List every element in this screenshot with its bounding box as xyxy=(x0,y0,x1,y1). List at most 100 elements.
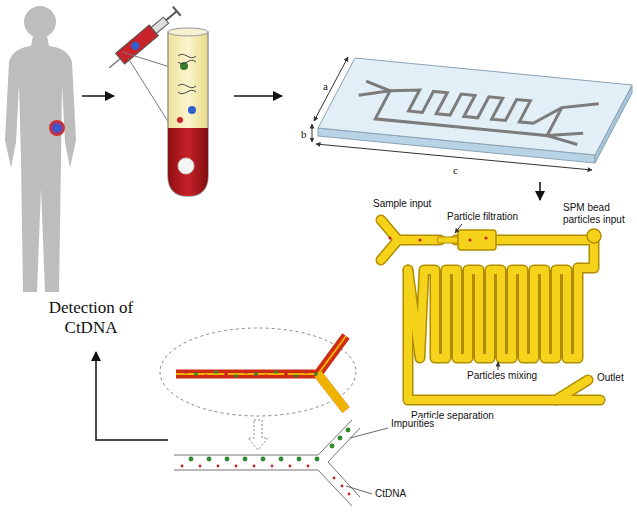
junction-closeup xyxy=(304,370,308,374)
separation-channel xyxy=(225,457,230,462)
chip-schematic xyxy=(408,268,578,358)
chip-schematic xyxy=(388,236,391,239)
syringe xyxy=(109,59,120,68)
junction-closeup xyxy=(254,372,258,376)
chip-schematic xyxy=(556,395,600,406)
junction-closeup xyxy=(184,370,318,378)
separation-channel xyxy=(297,457,302,462)
junction-closeup xyxy=(176,336,346,410)
chip-schematic xyxy=(418,238,421,241)
separation-channel xyxy=(279,457,284,462)
leader-line xyxy=(455,224,462,233)
test-tube xyxy=(188,106,196,114)
junction-closeup xyxy=(184,370,188,374)
separation-channel xyxy=(253,465,256,468)
test-tube xyxy=(168,32,208,196)
junction-closeup xyxy=(294,374,298,378)
separation-channel xyxy=(181,428,351,496)
separation-channel xyxy=(174,420,360,506)
separation-channel xyxy=(348,493,351,496)
separation-channel xyxy=(307,465,310,468)
part-label: Impurities xyxy=(390,418,435,430)
junction-closeup xyxy=(318,374,346,410)
test-tube xyxy=(168,28,208,36)
junction-closeup xyxy=(194,372,198,376)
junction-closeup xyxy=(160,328,356,416)
separation-channel xyxy=(261,457,266,462)
flow-arrow xyxy=(539,182,541,200)
separation-channel xyxy=(328,428,360,497)
chip-schematic xyxy=(438,237,458,243)
syringe xyxy=(116,25,159,64)
separation-channel xyxy=(333,477,336,480)
part-label: SPM bead particles input xyxy=(562,202,633,225)
chip-channel-pattern xyxy=(345,81,599,144)
separation-channel xyxy=(338,436,343,441)
test-tube xyxy=(178,54,196,63)
chip-channel-pattern xyxy=(348,81,566,135)
dimension-arrow xyxy=(312,124,313,142)
separation-channel xyxy=(289,465,292,468)
human-silhouette xyxy=(50,121,64,135)
junction-closeup xyxy=(214,370,218,374)
junction-closeup xyxy=(176,336,346,374)
separation-channel xyxy=(199,465,202,468)
human-silhouette xyxy=(24,6,56,38)
chip-schematic xyxy=(381,220,601,400)
chip-schematic xyxy=(398,235,440,246)
flow-arrow xyxy=(96,352,168,440)
junction-closeup xyxy=(234,374,238,378)
separation-channel xyxy=(330,444,335,449)
separation-channel xyxy=(181,465,184,468)
separation-channel xyxy=(271,465,274,468)
separation-channel xyxy=(315,457,320,462)
chip-schematic xyxy=(408,268,578,358)
leader-line xyxy=(350,428,388,438)
test-tube xyxy=(168,128,208,196)
syringe xyxy=(173,7,181,16)
part-label: Particles mixing xyxy=(466,370,538,382)
junction-closeup xyxy=(274,370,278,374)
separation-channel xyxy=(174,470,352,506)
human-silhouette xyxy=(5,6,76,292)
separation-channel xyxy=(217,465,220,468)
chip-schematic xyxy=(556,396,600,404)
test-tube xyxy=(178,158,194,174)
syringe xyxy=(130,40,141,51)
separation-channel xyxy=(189,457,194,462)
chip-schematic xyxy=(484,236,487,239)
microfluidic-chip xyxy=(318,58,632,155)
human-silhouette xyxy=(54,125,61,132)
chip-schematic xyxy=(458,230,496,250)
flow-arrow xyxy=(82,95,114,97)
part-label: CtDNA xyxy=(374,488,407,500)
junction-closeup xyxy=(314,372,318,376)
separation-channel xyxy=(243,457,248,462)
microfluidic-chip xyxy=(318,58,632,163)
human-silhouette xyxy=(5,36,76,292)
separation-channel xyxy=(346,428,351,433)
part-label: Particle filtration xyxy=(446,211,519,223)
junction-closeup xyxy=(284,372,288,376)
chip-schematic xyxy=(468,238,471,241)
junction-closeup xyxy=(204,374,208,378)
leader-line xyxy=(498,362,499,370)
separation-channel xyxy=(341,485,344,488)
zoom-arrow xyxy=(248,420,268,450)
junction-closeup xyxy=(160,328,356,416)
part-label: Sample input xyxy=(372,198,432,210)
flow-arrow xyxy=(234,95,282,97)
dimension-label: a xyxy=(322,80,329,93)
leader-line xyxy=(346,486,372,494)
chip-schematic xyxy=(408,270,588,400)
chip-channel-pattern xyxy=(372,84,598,145)
dimension-label: c xyxy=(452,164,459,177)
test-tube xyxy=(178,84,196,93)
dimension-label: b xyxy=(300,128,308,141)
junction-closeup xyxy=(264,374,268,378)
chip-schematic xyxy=(587,229,601,243)
test-tube xyxy=(177,117,183,123)
separation-channel xyxy=(235,465,238,468)
